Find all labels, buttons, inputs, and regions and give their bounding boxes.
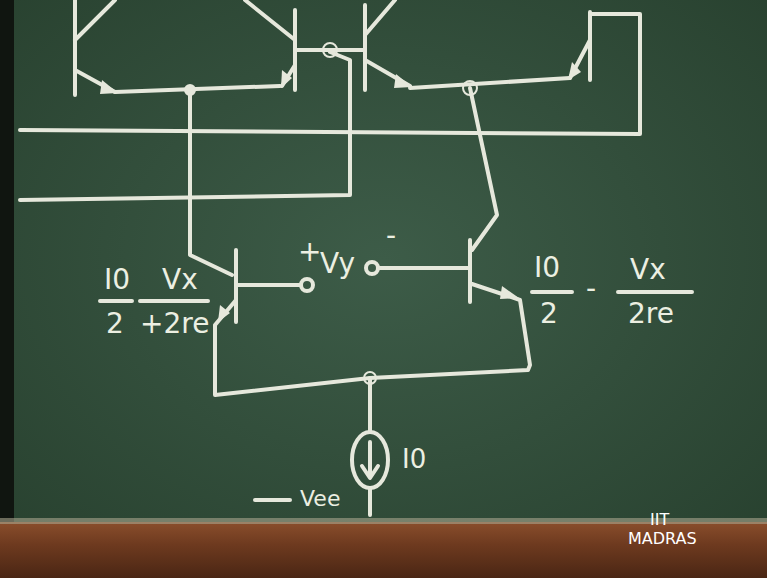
dash [255,498,290,502]
transistor-symbol [365,0,410,90]
wire [378,266,470,270]
chalk-ledge [0,522,767,578]
polarity-sign: + [298,238,321,266]
current-arrow [362,442,378,478]
denominator: +2re [140,310,209,338]
terminal [366,262,378,274]
wire [115,86,280,92]
emitter-arrow [568,62,581,80]
wire [237,283,300,287]
emitter-arrow [500,286,519,299]
junction-dot [463,81,477,95]
wire [20,52,350,200]
voltage-label: Vy [320,250,355,278]
junction-dots [185,43,477,384]
denominator: 2 [106,310,124,338]
fraction-bar [100,299,208,303]
watermark: MADRAS [628,531,697,547]
wires [20,0,692,515]
current-label: I0 [534,254,560,282]
minus-sign: - [586,275,596,303]
arrowheads [100,62,581,322]
junction-dot [364,372,376,384]
wire [410,78,570,88]
transistor-symbol [75,0,115,95]
emitter-arrow [218,305,230,322]
polarity-sign: - [386,222,396,250]
wire [190,90,232,275]
denominator: 2 [540,300,558,328]
emitter-arrow [394,74,412,88]
denominator: 2re [628,300,674,328]
wire [470,88,497,250]
current-label: I0 [402,446,426,472]
transistor-symbol [245,0,295,90]
board-edge [0,0,14,578]
emitter-arrow [281,70,292,88]
supply-label: Vee [300,488,340,510]
wire [215,284,530,395]
current-source-symbol [352,432,388,488]
watermark: IIT [650,512,669,528]
current-label: I0 [104,266,130,294]
fraction-bar [532,290,692,294]
voltage-label: Vx [630,256,666,284]
junction-dot [323,43,337,57]
junction-dot [185,85,195,95]
voltage-label: Vx [162,266,198,294]
terminal [301,279,313,291]
emitter-arrow [100,80,118,94]
wire [20,12,640,134]
